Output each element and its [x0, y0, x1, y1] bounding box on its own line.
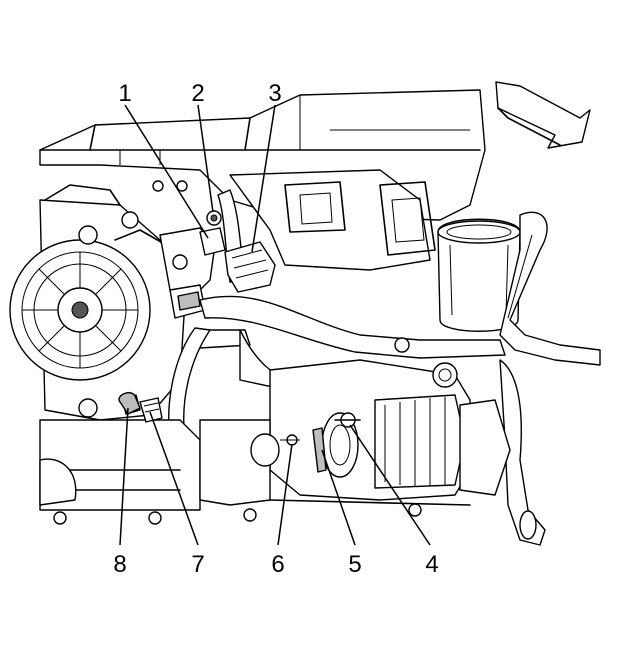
callout-1: 1: [118, 80, 131, 107]
solenoid-wire-lead: [312, 427, 327, 473]
callout-2: 2: [191, 80, 204, 107]
callout-8: 8: [113, 551, 126, 578]
callout-labels: 1 2 3 4 5 6 7 8: [113, 80, 438, 578]
electrical-connector: [224, 241, 276, 293]
leader-4: [349, 424, 431, 546]
callout-6: 6: [271, 551, 284, 578]
block-bolt: [152, 180, 164, 192]
leader-3: [251, 104, 276, 253]
valve-cover: [229, 169, 436, 271]
bolt-7-head: [139, 397, 163, 423]
lower-engine: [39, 419, 471, 525]
leader-lines: [119, 104, 431, 546]
callout-4: 4: [425, 551, 438, 578]
block-bolt: [176, 180, 188, 192]
leader-7: [149, 411, 199, 546]
coolant-hose: [499, 211, 601, 546]
bracket-stud: [199, 210, 226, 256]
forward-direction-arrow-icon: [495, 81, 591, 149]
leader-2: [197, 104, 214, 213]
alternator-bracket: [159, 227, 216, 319]
callout-3: 3: [268, 80, 281, 107]
leader-5: [321, 449, 356, 546]
alternator: [9, 184, 191, 421]
starter-motor: [269, 359, 511, 501]
leader-6: [277, 443, 293, 546]
leader-1: [124, 104, 209, 239]
filter-housing: [437, 218, 521, 332]
callout-7: 7: [191, 551, 204, 578]
leader-8: [119, 407, 129, 546]
mounting-bolts: [118, 392, 163, 423]
callout-5: 5: [348, 551, 361, 578]
